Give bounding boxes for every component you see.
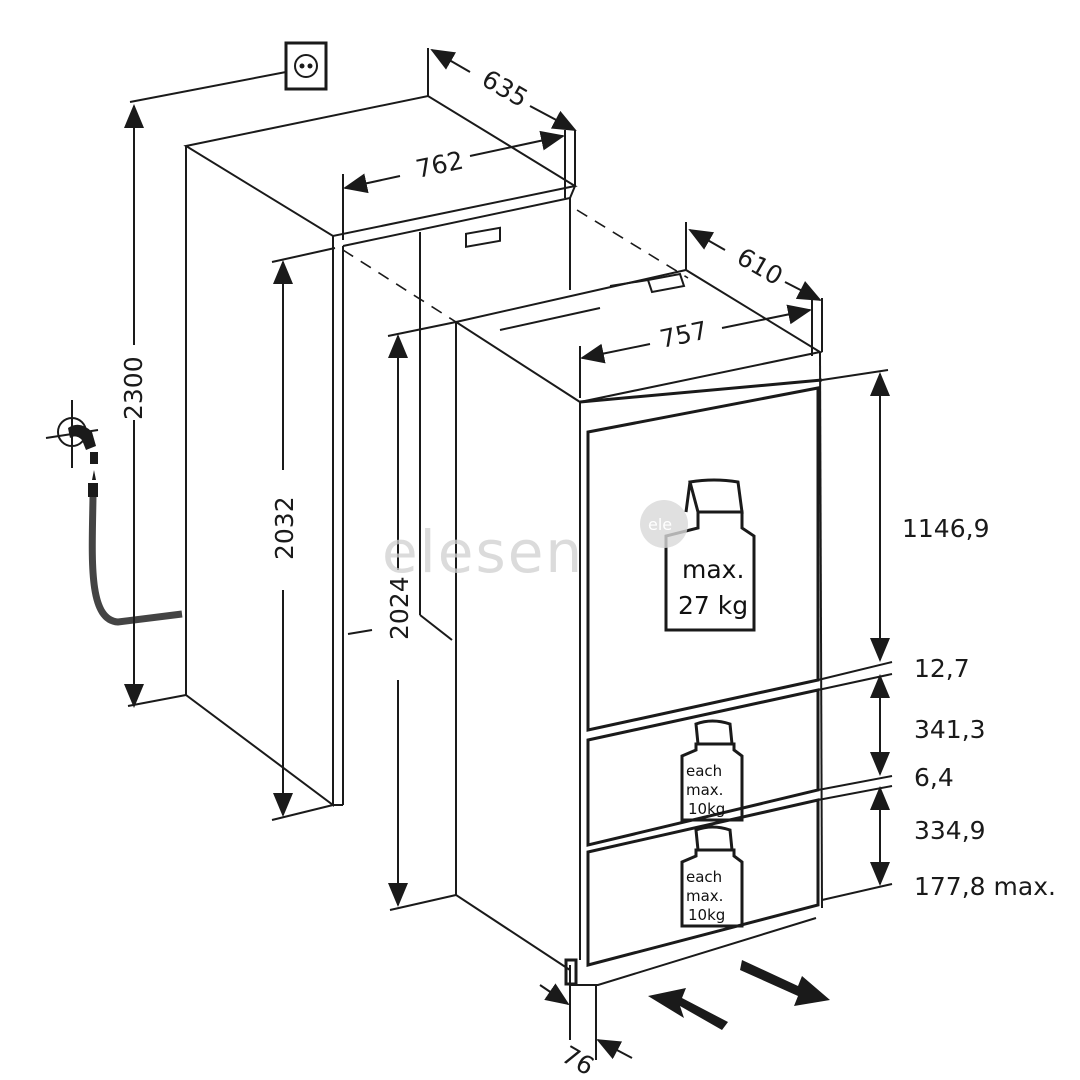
power-socket-icon — [129, 41, 328, 103]
appliance-body — [453, 226, 823, 986]
appliance-height-label: 2024 — [385, 576, 414, 640]
water-hose — [88, 496, 183, 626]
dim-niche-height: 2032 — [270, 247, 336, 821]
weight-icon-door: max. 27 kg — [664, 478, 756, 632]
drawer-2-label: 334,9 — [914, 816, 986, 845]
appliance-width-label: 757 — [657, 316, 710, 354]
plinth-label: 177,8 max. — [914, 872, 1056, 901]
dim-door-offset: 76 — [539, 983, 633, 1080]
weight-icon-drawer-top: each max. 10kg — [680, 719, 744, 822]
niche-width-label: 762 — [413, 146, 466, 184]
dim-appliance-height: 2024 — [385, 321, 457, 911]
dim-total-height: 2300 — [119, 104, 187, 708]
weight-icon-drawer-bottom: each max. 10kg — [680, 825, 744, 928]
depth-guides — [342, 209, 689, 323]
drawer-top-load-line-1: each — [686, 762, 722, 780]
airflow-arrow-icon — [648, 960, 830, 1030]
drawer-1-label: 341,3 — [914, 715, 986, 744]
water-tap-icon — [45, 400, 99, 497]
drawer-top-load-line-2: max. — [686, 781, 723, 799]
total-height-label: 2300 — [119, 356, 148, 420]
upper-door-label: 1146,9 — [902, 514, 989, 543]
watermark-badge: ele — [648, 515, 672, 534]
gap-2-label: 6,4 — [914, 763, 954, 792]
door-load-line-2: 27 kg — [678, 591, 748, 620]
drawer-bottom-load-line-3: 10kg — [688, 906, 725, 924]
door-load-line-1: max. — [682, 555, 744, 584]
drawer-bottom-load-line-2: max. — [686, 887, 723, 905]
drawer-top-load-line-3: 10kg — [688, 800, 725, 818]
niche-cabinet — [183, 94, 578, 807]
door-offset-label: 76 — [557, 1040, 599, 1080]
watermark-text: elesen — [382, 518, 584, 586]
niche-depth-label: 635 — [477, 64, 533, 113]
niche-height-label: 2032 — [270, 496, 299, 560]
dim-front-stack — [817, 369, 893, 901]
appliance-depth-label: 610 — [732, 242, 788, 291]
watermark: elesen ele — [382, 500, 688, 586]
drawer-bottom-load-line-1: each — [686, 868, 722, 886]
gap-1-label: 12,7 — [914, 654, 970, 683]
